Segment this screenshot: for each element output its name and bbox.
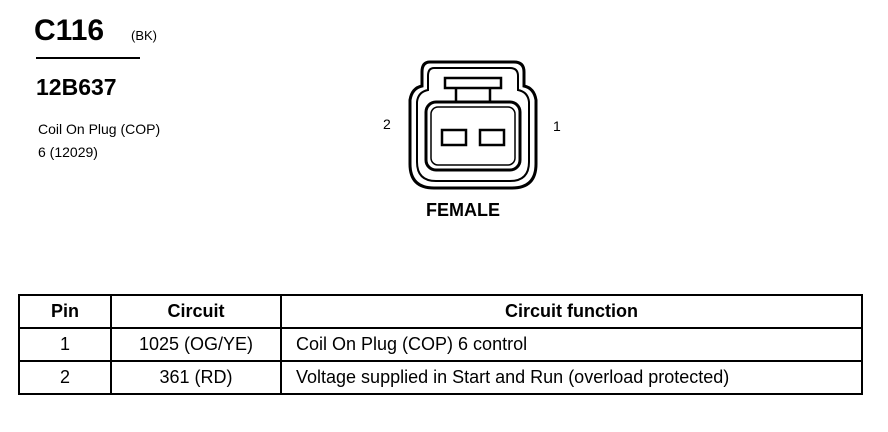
connector-face-drawing	[408, 60, 538, 190]
part-number: 12B637	[36, 74, 117, 100]
pin-label-right: 1	[553, 118, 561, 134]
connector-gender-label: FEMALE	[426, 200, 500, 220]
connector-inner-face	[424, 100, 522, 172]
cell-circuit: 361 (RD)	[110, 360, 282, 395]
pin-label-left: 2	[383, 116, 391, 132]
cell-pin: 1	[18, 327, 112, 362]
cell-function: Voltage supplied in Start and Run (overl…	[280, 360, 863, 395]
header-circuit: Circuit	[110, 294, 282, 329]
cell-circuit: 1025 (OG/YE)	[110, 327, 282, 362]
connector-outer-housing	[408, 60, 538, 190]
connector-color-code: (BK)	[131, 28, 157, 43]
table-row: 1 1025 (OG/YE) Coil On Plug (COP) 6 cont…	[18, 327, 863, 362]
header-pin: Pin	[18, 294, 112, 329]
header-circuit-function: Circuit function	[280, 294, 863, 329]
connector-id: C116	[34, 14, 105, 47]
cell-function: Coil On Plug (COP) 6 control	[280, 327, 863, 362]
connector-inner-face-rim	[430, 106, 516, 166]
table-header-row: Pin Circuit Circuit function	[18, 294, 863, 329]
cell-pin: 2	[18, 360, 112, 395]
terminal-cavity-1	[478, 128, 506, 147]
description-line-1: Coil On Plug (COP)	[38, 121, 161, 137]
pin-table: Pin Circuit Circuit function 1 1025 (OG/…	[18, 294, 863, 395]
connector-inner-outline	[416, 67, 530, 182]
header-rule	[36, 57, 140, 59]
description-line-2: 6 (12029)	[38, 144, 98, 160]
locking-tab	[443, 76, 503, 90]
terminal-cavity-2	[440, 128, 468, 147]
table-row: 2 361 (RD) Voltage supplied in Start and…	[18, 360, 863, 395]
